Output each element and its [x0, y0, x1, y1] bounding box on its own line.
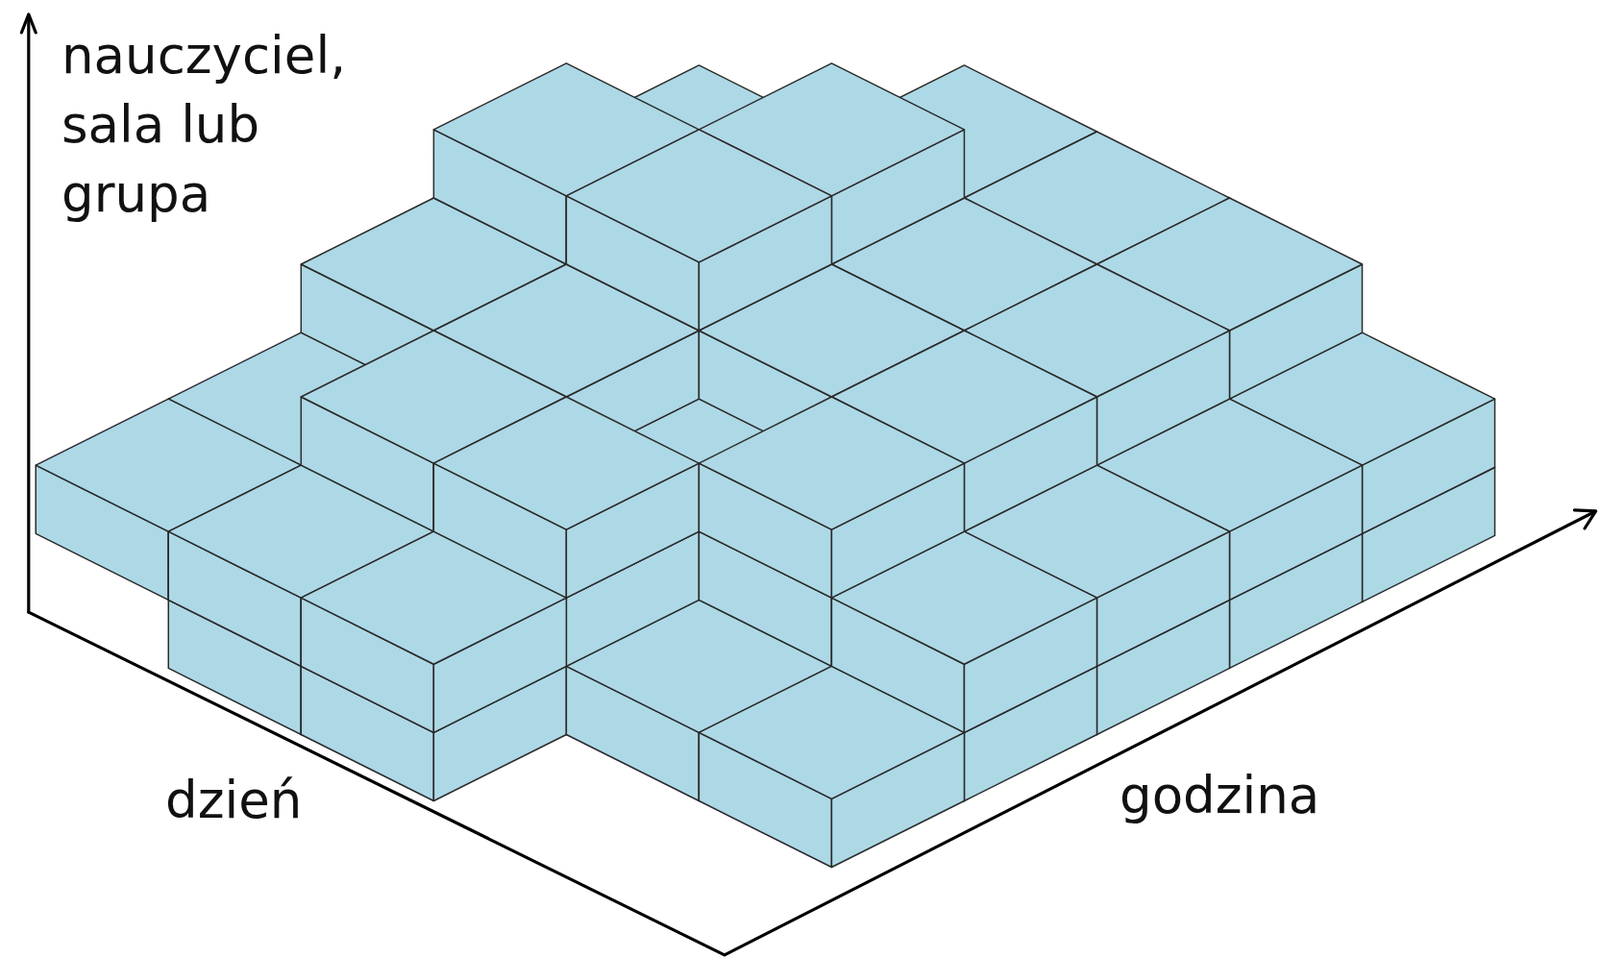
- box-stack: [35, 63, 1495, 868]
- axis-arrowhead: [21, 14, 36, 33]
- axis-label: nauczyciel, sala lub grupa: [61, 21, 408, 229]
- lesson-box: [566, 129, 832, 331]
- box-top: [698, 396, 964, 530]
- box-top: [566, 129, 832, 263]
- axis-arrowhead: [1574, 510, 1596, 529]
- vertical-axis: [26, 16, 30, 613]
- axes: [21, 14, 1596, 956]
- axis-label: godzina: [1119, 761, 1437, 831]
- lesson-box: [698, 396, 964, 598]
- axis-label: dzień: [165, 765, 454, 836]
- lesson-box: [433, 396, 699, 598]
- box-top: [433, 396, 699, 530]
